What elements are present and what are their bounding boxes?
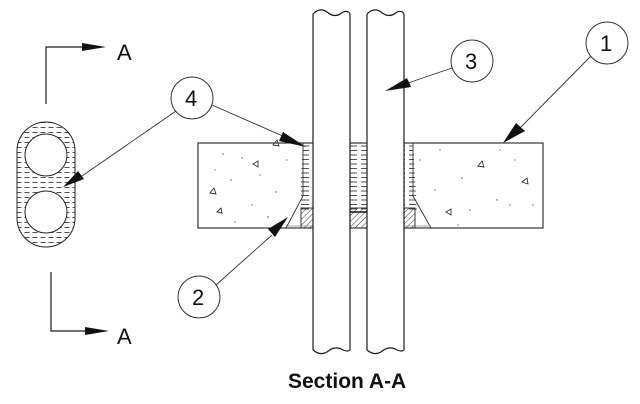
section-mark-top-line [45,46,85,104]
callout-2-arrow-icon [268,217,288,237]
plan-view: A A [16,40,132,349]
plan-pipe-lower [24,190,68,234]
pipe-left-break-top [312,9,351,17]
pipe-right [366,9,405,355]
backer-rod-left [300,207,314,229]
aggregate-marks [209,139,529,216]
svg-text:4: 4 [185,86,197,111]
pipe-right-break-top [366,9,405,17]
section-mark-bottom-arrow-icon [85,327,109,335]
section-mark-top-arrow-icon [82,43,106,51]
section-mark-bottom-line [50,272,88,332]
callout-4-section-arrow-icon [279,132,306,147]
section-title: Section A-A [288,370,406,393]
aggregate-dots [214,149,534,226]
callout-2: 2 [177,217,288,319]
firestop-fill [285,143,432,229]
pipe-right-break-bottom [366,347,405,355]
svg-text:2: 2 [192,285,204,310]
backer-rod-right [403,207,416,229]
section-mark-bottom-label: A [117,324,132,349]
svg-text:1: 1 [600,31,612,56]
callout-3-arrow-icon [385,78,411,91]
section-mark-top-label: A [117,40,132,65]
svg-text:3: 3 [465,49,477,74]
backer-rod-middle [349,207,368,229]
callout-1-arrow-icon [503,123,525,143]
callout-4-plan-arrow-icon [63,171,84,187]
pipe-left [312,9,351,355]
pipe-left-break-bottom [312,347,351,355]
callout-1: 1 [503,21,629,143]
callout-4: 4 [63,76,306,187]
plan-pipe-upper [24,133,68,177]
callout-3: 3 [385,39,494,91]
